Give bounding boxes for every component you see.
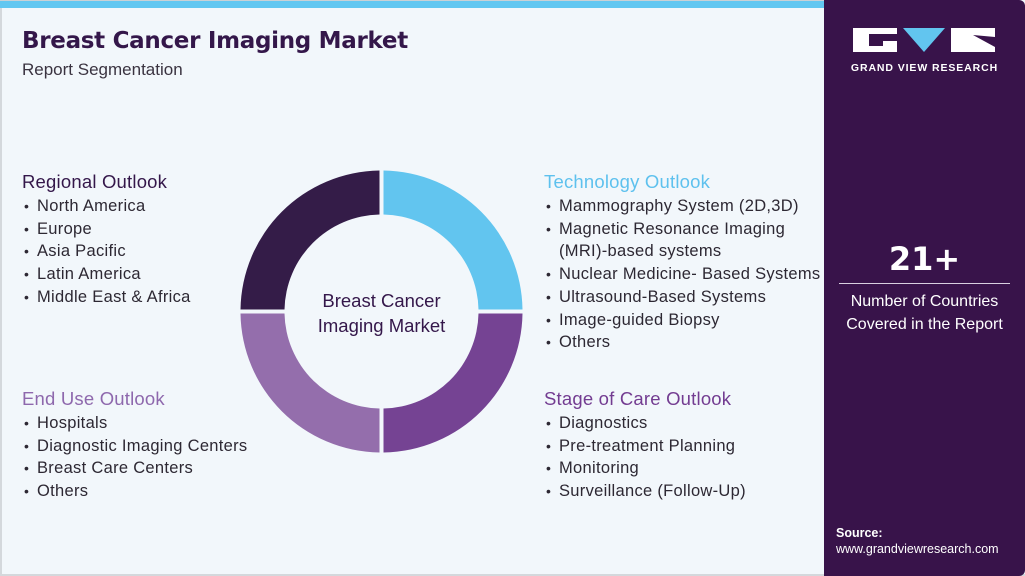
list-item: Europe xyxy=(22,218,191,241)
list-item: Others xyxy=(544,331,824,354)
donut-segment-top-left xyxy=(240,170,380,310)
page-title: Breast Cancer Imaging Market xyxy=(22,28,408,54)
brand-sidebar: GRAND VIEW RESEARCH 21+ Number of Countr… xyxy=(824,0,1025,576)
list-item: Diagnostics xyxy=(544,412,746,435)
top-accent-bar xyxy=(0,0,824,8)
technology-outlook-heading: Technology Outlook xyxy=(544,171,711,192)
donut-center-label-line1: Breast Cancer xyxy=(322,290,441,311)
list-item: Middle East & Africa xyxy=(22,286,191,309)
list-item: Monitoring xyxy=(544,457,746,480)
list-item: Asia Pacific xyxy=(22,240,191,263)
countries-count: 21+ xyxy=(888,240,961,278)
source-url: www.grandviewresearch.com xyxy=(836,542,999,556)
end-use-outlook-section: End Use Outlook Hospitals Diagnostic Ima… xyxy=(22,388,247,503)
brand-name: GRAND VIEW RESEARCH xyxy=(850,62,999,74)
donut-segment-top-right xyxy=(383,170,523,310)
donut-center-label: Breast Cancer Imaging Market xyxy=(240,288,523,338)
technology-outlook-list: Mammography System (2D,3D) Magnetic Reso… xyxy=(544,195,824,354)
stage-of-care-outlook-list: Diagnostics Pre-treatment Planning Monit… xyxy=(544,412,746,503)
list-item: Hospitals xyxy=(22,412,247,435)
list-item: Breast Care Centers xyxy=(22,457,247,480)
stat-divider xyxy=(839,283,1010,284)
end-use-outlook-list: Hospitals Diagnostic Imaging Centers Bre… xyxy=(22,412,247,503)
list-item: Nuclear Medicine- Based Systems xyxy=(544,263,824,286)
list-item: Latin America xyxy=(22,263,191,286)
stat-label-line1: Number of Countries xyxy=(850,293,999,310)
list-item: North America xyxy=(22,195,191,218)
list-item: Diagnostic Imaging Centers xyxy=(22,435,247,458)
source-label: Source: xyxy=(836,526,883,540)
stat-label-line2: Covered in the Report xyxy=(846,316,1003,333)
stage-of-care-outlook-heading: Stage of Care Outlook xyxy=(544,388,732,409)
countries-count-label: Number of Countries Covered in the Repor… xyxy=(824,290,1025,336)
donut-segment-bottom-right xyxy=(383,313,523,453)
donut-segment-bottom-left xyxy=(240,313,380,453)
regional-outlook-heading: Regional Outlook xyxy=(22,171,168,192)
list-item: Pre-treatment Planning xyxy=(544,435,746,458)
list-item: Ultrasound-Based Systems xyxy=(544,286,824,309)
page-subtitle: Report Segmentation xyxy=(22,60,183,79)
stage-of-care-outlook-section: Stage of Care Outlook Diagnostics Pre-tr… xyxy=(544,388,746,503)
list-item: Mammography System (2D,3D) xyxy=(544,195,824,218)
regional-outlook-section: Regional Outlook North America Europe As… xyxy=(22,171,191,309)
technology-outlook-section: Technology Outlook Mammography System (2… xyxy=(544,171,824,354)
regional-outlook-list: North America Europe Asia Pacific Latin … xyxy=(22,195,191,309)
list-item: Others xyxy=(22,480,247,503)
donut-center-label-line2: Imaging Market xyxy=(317,315,446,336)
end-use-outlook-heading: End Use Outlook xyxy=(22,388,165,409)
list-item: Magnetic Resonance Imaging (MRI)-based s… xyxy=(544,218,824,263)
list-item: Surveillance (Follow-Up) xyxy=(544,480,746,503)
grand-view-research-logo-icon xyxy=(853,28,995,52)
segmentation-donut-chart xyxy=(240,170,523,453)
list-item: Image-guided Biopsy xyxy=(544,309,824,332)
